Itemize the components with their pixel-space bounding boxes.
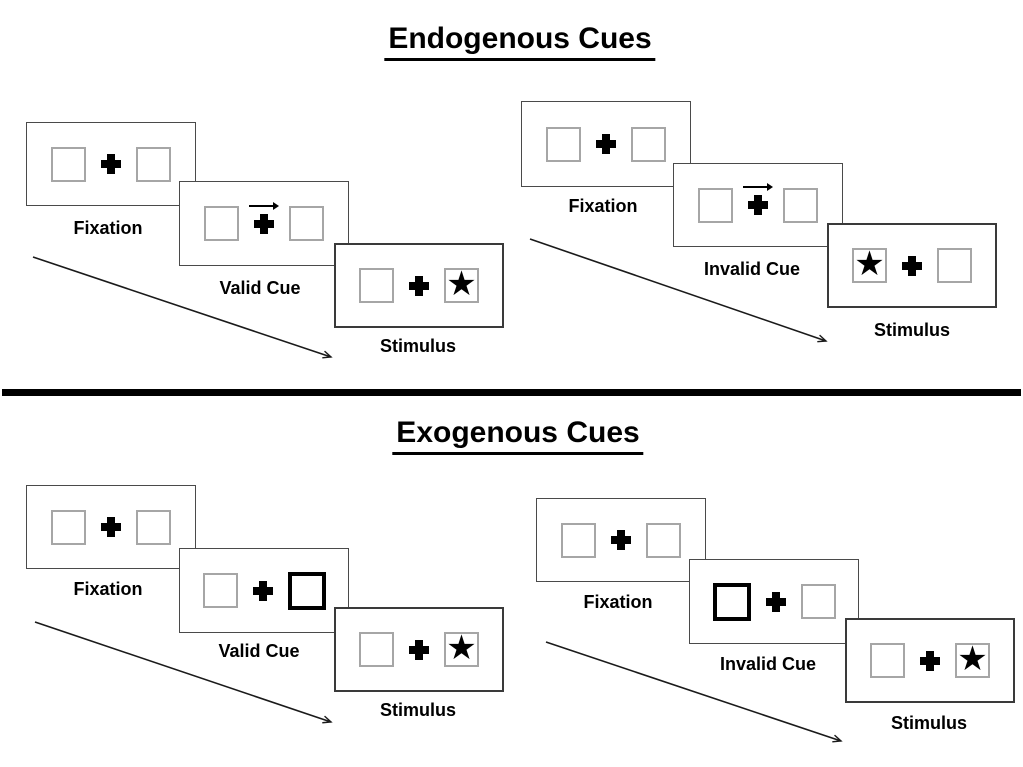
fixation-label: Fixation xyxy=(568,196,638,216)
left-box xyxy=(359,268,394,303)
right-box xyxy=(800,584,836,619)
stimulus-card: ★ xyxy=(827,223,997,308)
left-box xyxy=(698,187,733,223)
right-box xyxy=(937,248,972,283)
fixation-cross-icon xyxy=(765,591,786,612)
star-icon: ★ xyxy=(854,244,885,284)
right-box-cued xyxy=(287,571,326,610)
fixation-card xyxy=(536,498,706,582)
left-box xyxy=(202,573,238,608)
fixation-label: Fixation xyxy=(583,592,653,612)
stimulus-label: Stimulus xyxy=(890,713,968,733)
timeline-arrow xyxy=(32,256,333,359)
left-box xyxy=(204,206,239,241)
exogenous-title: Exogenous Cues xyxy=(392,416,644,455)
timeline-arrow xyxy=(34,621,333,724)
right-box xyxy=(136,146,171,182)
left-box-cued xyxy=(712,582,751,621)
fixation-label: Fixation xyxy=(73,579,143,599)
cue-label: Valid Cue xyxy=(219,278,301,298)
left-box xyxy=(51,509,86,545)
right-box xyxy=(646,522,681,558)
right-box xyxy=(136,509,171,545)
endogenous-title: Endogenous Cues xyxy=(384,22,656,61)
cue-card xyxy=(179,548,349,633)
fixation-cross-icon xyxy=(920,650,940,671)
star-icon: ★ xyxy=(446,628,477,668)
cue-label: Invalid Cue xyxy=(719,654,817,674)
stimulus-label: Stimulus xyxy=(379,700,457,720)
cue-card xyxy=(673,163,843,247)
fixation-cross-icon xyxy=(596,134,616,154)
left-box xyxy=(870,643,905,678)
stimulus-card: ★ xyxy=(334,243,504,328)
fixation-cross-icon xyxy=(409,639,429,660)
fixation-cross-icon xyxy=(101,154,121,174)
left-box xyxy=(359,632,394,667)
fixation-cross-icon xyxy=(101,517,121,537)
fixation-card xyxy=(26,485,196,569)
cue-label: Valid Cue xyxy=(218,641,300,661)
right-box: ★ xyxy=(444,628,479,668)
fixation-cross-icon xyxy=(611,530,631,550)
left-box: ★ xyxy=(852,244,887,284)
cue-label: Invalid Cue xyxy=(703,259,801,279)
stimulus-label: Stimulus xyxy=(379,336,457,356)
left-box xyxy=(546,126,581,162)
stimulus-card: ★ xyxy=(334,607,504,692)
fixation-card xyxy=(521,101,691,187)
stimulus-label: Stimulus xyxy=(873,320,951,340)
fixation-cross-icon xyxy=(743,183,773,215)
left-box xyxy=(51,146,86,182)
right-box xyxy=(783,187,818,223)
stimulus-card: ★ xyxy=(845,618,1015,703)
fixation-cross-icon xyxy=(249,201,279,234)
fixation-label: Fixation xyxy=(73,218,143,238)
cue-card xyxy=(689,559,859,644)
right-box xyxy=(631,126,666,162)
timeline-arrow xyxy=(529,238,828,343)
cue-arrow-icon xyxy=(743,183,773,191)
star-icon: ★ xyxy=(446,264,477,304)
fixation-card xyxy=(26,122,196,206)
cue-card xyxy=(179,181,349,266)
cue-arrow-icon xyxy=(249,201,279,210)
fixation-cross-icon xyxy=(252,580,273,601)
right-box xyxy=(289,206,324,241)
fixation-cross-icon xyxy=(902,255,922,276)
star-icon: ★ xyxy=(957,639,988,679)
right-box: ★ xyxy=(444,264,479,304)
right-box: ★ xyxy=(955,639,990,679)
left-box xyxy=(561,522,596,558)
section-divider xyxy=(2,389,1021,396)
fixation-cross-icon xyxy=(409,275,429,296)
